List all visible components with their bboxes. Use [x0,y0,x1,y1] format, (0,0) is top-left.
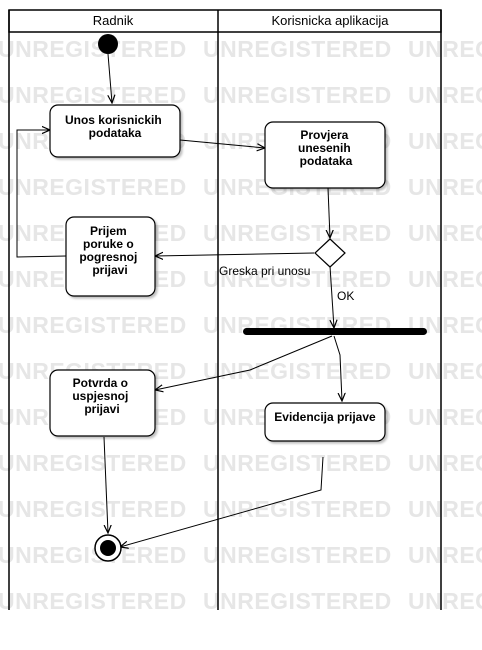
watermark-text: UNREGISTERED [408,588,482,614]
action-provjera-label: Provjera unesenih podataka [298,128,354,168]
edges [16,53,342,547]
action-provjera: Provjera unesenih podataka [264,121,386,189]
watermark-text: UNREGISTERED [203,358,392,384]
edge-start-to-unos [108,53,112,103]
edge-fork-to-potvrda [155,335,333,390]
watermark-text: UNREGISTERED [0,36,187,62]
watermark-text: UNREGISTERED [408,358,482,384]
edge-potvrda-to-end [103,436,108,533]
watermark-text: UNREGISTERED [408,266,482,292]
watermark-text: UNREGISTERED [203,36,392,62]
swimlane-title-aplikacija: Korisnicka aplikacija [271,13,389,28]
watermark-text: UNREGISTERED [408,220,482,246]
watermark-text: UNREGISTERED [408,450,482,476]
edge-unos-to-provjera [179,139,265,148]
watermark-text: UNREGISTERED [0,82,187,108]
action-potvrda: Potvrda o uspjesnoj prijavi [49,369,156,437]
watermark-text: UNREGISTERED [0,588,187,614]
edge-label-ok: OK [337,289,354,303]
edge-fork-to-evidencija [333,335,342,401]
watermark-text: UNREGISTERED [203,450,392,476]
fork-bar [243,328,427,335]
edge-decision-to-prijem [155,253,315,256]
action-potvrda-label: Potvrda o uspjesnoj prijavi [72,376,131,416]
watermark-text: UNREGISTERED [408,174,482,200]
swimlane-frame: Radnik Korisnicka aplikacija [8,9,442,610]
watermark-text: UNREGISTERED [0,450,187,476]
action-prijem-label: Prijem poruke o pogresnoj prijavi [79,224,140,277]
edge-prijem-to-unos [16,130,67,258]
watermark-text: UNREGISTERED [203,496,392,522]
action-unos-label: Unos korisnickih podataka [65,113,165,140]
edge-provjera-to-decision [328,187,330,238]
final-node [94,534,122,562]
initial-node [98,34,118,54]
edge-label-greska: Greska pri unosu [219,264,310,278]
watermark-text: UNREGISTERED [408,82,482,108]
action-evidencija-label: Evidencija prijave [274,410,376,424]
watermark-text: UNREGISTERED [0,542,187,568]
edge-decision-to-fork [330,265,334,328]
swimlane-title-radnik: Radnik [93,13,134,28]
watermark-text: UNREGISTERED [408,404,482,430]
watermark-text: UNREGISTERED [0,496,187,522]
watermark-text: UNREGISTERED [203,82,392,108]
edge-evidencija-to-end [120,456,324,547]
watermark-text: UNREGISTERED [203,220,392,246]
action-evidencija: Evidencija prijave [264,402,386,442]
watermark-text: UNREGISTERED [408,496,482,522]
watermark-text: UNREGISTERED [203,542,392,568]
decision-node [314,238,346,268]
watermark-text: UNREGISTERED [408,128,482,154]
action-prijem: Prijem poruke o pogresnoj prijavi [65,216,156,297]
watermark-text: UNREGISTERED [203,588,392,614]
watermark-text: UNREGISTERED [0,312,187,338]
watermark-text: UNREGISTERED [0,174,187,200]
watermark-text: UNREGISTERED [203,266,392,292]
watermark-text: UNREGISTERED [408,542,482,568]
watermark-text: UNREGISTERED [408,36,482,62]
action-unos: Unos korisnickih podataka [49,104,181,158]
